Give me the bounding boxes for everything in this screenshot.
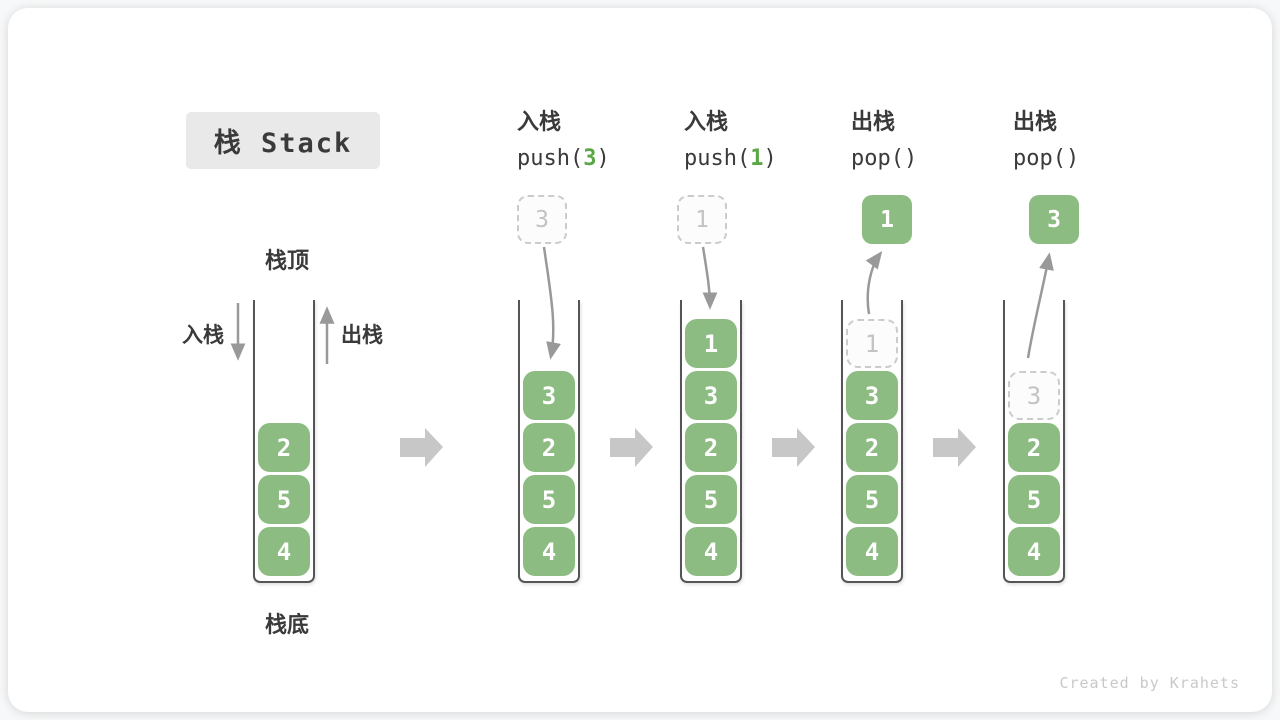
float-value-box: 3 <box>1029 195 1079 244</box>
stack-container-step1 <box>518 300 580 583</box>
watermark: Created by Krahets <box>1059 674 1240 692</box>
stack-container-step3 <box>841 300 903 583</box>
step-header: 入栈 push(3) <box>517 104 677 171</box>
float-value-box: 1 <box>677 195 727 244</box>
stack-container-step4 <box>1003 300 1065 583</box>
step-header: 入栈 push(1) <box>684 104 844 171</box>
op-label: 入栈 <box>684 109 729 134</box>
op-code: push(3) <box>517 146 610 171</box>
stack-top-label: 栈顶 <box>264 248 309 273</box>
op-code: pop() <box>851 146 918 171</box>
float-value-box: 1 <box>862 195 912 244</box>
step-header: 出栈 pop() <box>851 104 1011 171</box>
op-code-arg: 3 <box>583 146 597 171</box>
title-badge: 栈 Stack <box>186 112 380 169</box>
push-label: 入栈 <box>182 324 224 347</box>
op-code: push(1) <box>684 146 777 171</box>
float-value-box: 3 <box>517 195 567 244</box>
stack-container-step2 <box>680 300 742 583</box>
op-code: pop() <box>1013 146 1080 171</box>
pop-label: 出栈 <box>341 324 383 347</box>
step-header: 出栈 pop() <box>1013 104 1173 171</box>
stack-container-base <box>253 300 315 583</box>
op-code-arg: 1 <box>750 146 764 171</box>
stack-bottom-label: 栈底 <box>264 612 309 637</box>
op-label: 出栈 <box>851 109 896 134</box>
op-label: 出栈 <box>1013 109 1058 134</box>
op-label: 入栈 <box>517 109 562 134</box>
